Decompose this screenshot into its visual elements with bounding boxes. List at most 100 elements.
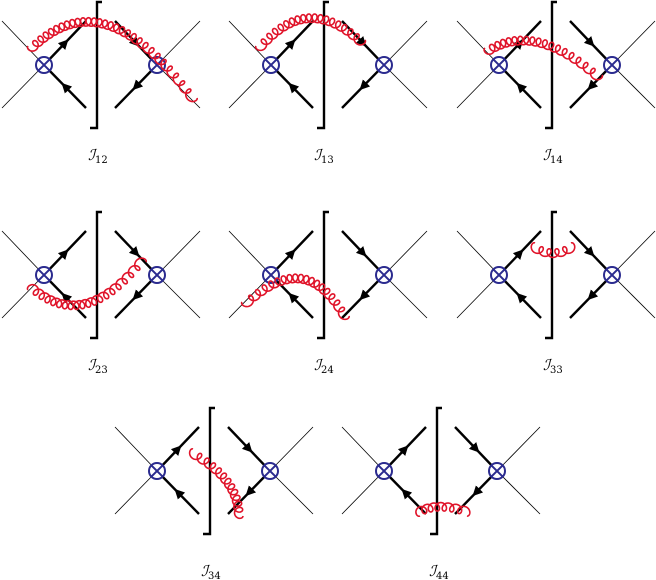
diagram-label-14: ℐ14 bbox=[543, 146, 563, 166]
external-line bbox=[228, 230, 272, 276]
circled-times-icon bbox=[148, 462, 166, 480]
fermion-line bbox=[569, 230, 613, 276]
external-line bbox=[456, 20, 500, 66]
external-line bbox=[456, 64, 500, 109]
gluon-coil-icon bbox=[26, 257, 148, 311]
external-line bbox=[114, 426, 158, 472]
fermion-line bbox=[341, 274, 385, 319]
diagram-24 bbox=[228, 210, 428, 340]
external-line bbox=[496, 470, 541, 515]
fermion-line bbox=[227, 426, 271, 472]
cut-bracket-icon bbox=[90, 210, 102, 340]
fermion-line bbox=[156, 470, 200, 515]
vertex-cross bbox=[377, 268, 391, 282]
circled-times-icon bbox=[490, 266, 508, 284]
vertex-cross bbox=[605, 268, 619, 282]
fermion-line bbox=[270, 274, 314, 319]
fermion-line bbox=[43, 20, 87, 66]
external-line bbox=[1, 20, 45, 66]
vertex-cross bbox=[150, 464, 164, 478]
fermion-line bbox=[454, 426, 498, 472]
vertex-cross bbox=[150, 58, 164, 72]
fermion-line bbox=[114, 274, 158, 319]
cut-bracket-icon bbox=[317, 210, 329, 340]
fermion-line bbox=[156, 426, 200, 472]
diagram-label-12: ℐ12 bbox=[88, 146, 108, 166]
cut-bracket-icon bbox=[203, 406, 215, 536]
vertex-cross bbox=[264, 58, 278, 72]
external-line bbox=[114, 470, 158, 515]
external-line bbox=[156, 274, 201, 319]
circled-times-icon bbox=[35, 56, 53, 74]
diagram-33 bbox=[456, 210, 656, 340]
fermion-line bbox=[383, 426, 427, 472]
circled-times-icon bbox=[488, 462, 506, 480]
fermion-line bbox=[341, 230, 385, 276]
fermion-line bbox=[569, 20, 613, 66]
external-line bbox=[341, 426, 385, 472]
vertex-cross bbox=[377, 464, 391, 478]
external-line bbox=[228, 274, 272, 319]
cut-bracket-icon bbox=[317, 0, 329, 130]
fermion-line bbox=[498, 230, 542, 276]
diagram-34 bbox=[114, 406, 314, 536]
vertex-cross bbox=[605, 58, 619, 72]
external-line bbox=[611, 230, 656, 276]
external-line bbox=[228, 64, 272, 109]
fermion-line bbox=[341, 20, 385, 66]
fermion-line bbox=[270, 20, 314, 66]
circled-times-icon bbox=[148, 56, 166, 74]
gluon-coil-icon bbox=[483, 35, 604, 81]
fermion-line bbox=[227, 470, 271, 515]
external-line bbox=[383, 274, 428, 319]
gluon-coil-icon bbox=[530, 241, 576, 259]
fermion-line bbox=[114, 230, 158, 276]
diagram-14 bbox=[456, 0, 656, 130]
external-line bbox=[156, 230, 201, 276]
circled-times-icon bbox=[262, 56, 280, 74]
external-line bbox=[383, 230, 428, 276]
external-line bbox=[383, 64, 428, 109]
external-line bbox=[1, 274, 45, 319]
circled-times-icon bbox=[35, 266, 53, 284]
circled-times-icon bbox=[261, 462, 279, 480]
external-line bbox=[156, 20, 201, 66]
fermion-line bbox=[498, 64, 542, 109]
cut-bracket-icon bbox=[545, 0, 557, 130]
fermion-line bbox=[498, 274, 542, 319]
diagram-12 bbox=[1, 0, 201, 130]
circled-times-icon bbox=[375, 462, 393, 480]
gluon-coil-icon bbox=[188, 448, 244, 520]
diagram-label-33: ℐ33 bbox=[543, 356, 563, 376]
diagram-label-13: ℐ13 bbox=[314, 146, 334, 166]
fermion-line bbox=[114, 20, 158, 66]
external-line bbox=[228, 20, 272, 66]
external-line bbox=[611, 64, 656, 109]
diagram-label-44: ℐ44 bbox=[429, 562, 449, 580]
gluon-coil-icon bbox=[415, 501, 471, 518]
external-line bbox=[456, 274, 500, 319]
fermion-line bbox=[43, 64, 87, 109]
fermion-line bbox=[569, 64, 613, 109]
cut-bracket-icon bbox=[90, 0, 102, 130]
vertex-cross bbox=[492, 268, 506, 282]
external-line bbox=[383, 20, 428, 66]
vertex-cross bbox=[150, 268, 164, 282]
fermion-line bbox=[270, 230, 314, 276]
external-line bbox=[496, 426, 541, 472]
diagram-13 bbox=[228, 0, 428, 130]
gluon-coil-icon bbox=[254, 13, 367, 52]
vertex-cross bbox=[37, 268, 51, 282]
external-line bbox=[341, 470, 385, 515]
external-line bbox=[269, 426, 314, 472]
cut-bracket-icon bbox=[545, 210, 557, 340]
external-line bbox=[1, 230, 45, 276]
fermion-line bbox=[270, 64, 314, 109]
diagram-label-23: ℐ23 bbox=[88, 356, 108, 376]
circled-times-icon bbox=[148, 266, 166, 284]
external-line bbox=[456, 230, 500, 276]
vertex-cross bbox=[492, 58, 506, 72]
vertex-cross bbox=[490, 464, 504, 478]
fermion-line bbox=[43, 230, 87, 276]
vertex-cross bbox=[263, 464, 277, 478]
